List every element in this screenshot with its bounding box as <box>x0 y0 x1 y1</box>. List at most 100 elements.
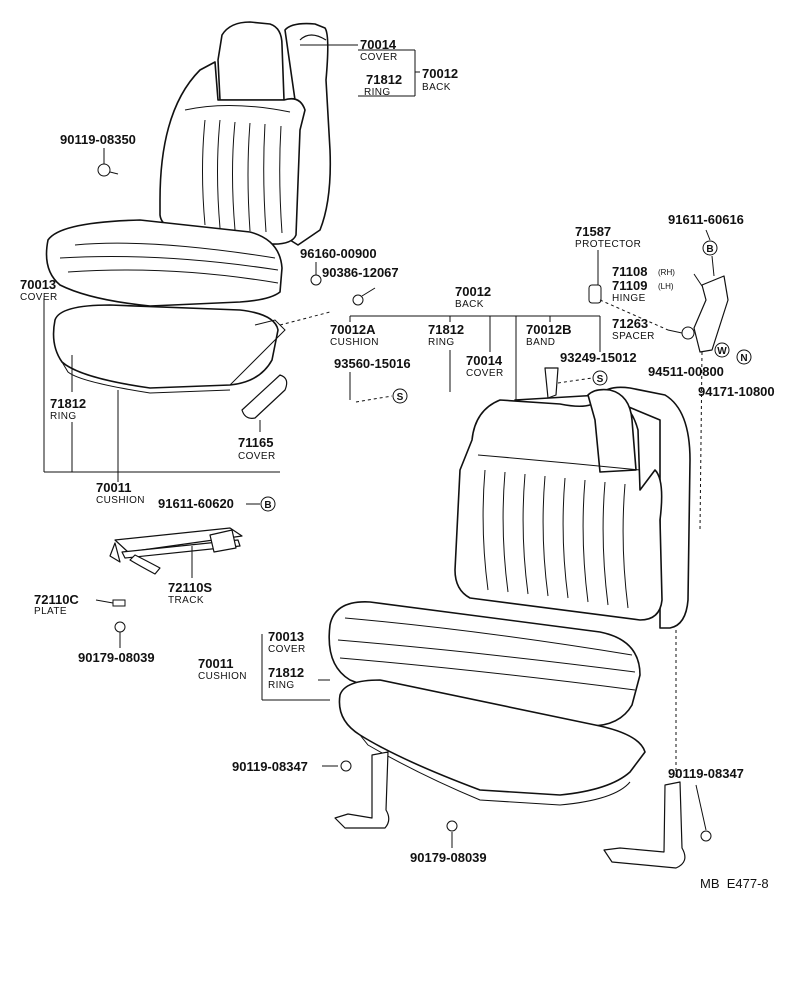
label-91611-60616: 91611-60616 <box>668 212 744 227</box>
label-93560-15016: 93560-15016 <box>334 356 411 371</box>
svg-text:70013: 70013 <box>20 277 56 292</box>
marker-s-1: S <box>392 388 408 404</box>
bucket-seat-cushion-cover <box>45 219 283 307</box>
label-94511-00800: 94511-00800 <box>648 364 724 379</box>
svg-text:COVER: COVER <box>238 451 276 462</box>
svg-text:RING: RING <box>50 411 77 422</box>
svg-text:72110C: 72110C <box>34 592 79 607</box>
label-71263: 71263 SPACER <box>612 316 655 342</box>
label-71812-top: 71812 RING <box>364 72 402 98</box>
svg-text:COVER: COVER <box>360 52 398 63</box>
label-70011-left: 70011 CUSHION <box>96 480 145 506</box>
svg-text:72110S: 72110S <box>168 580 212 595</box>
bench-seat-back <box>454 367 691 629</box>
svg-text:S: S <box>397 392 404 403</box>
seat-track-assembly <box>109 527 243 575</box>
hinge-parts <box>588 275 729 353</box>
svg-text:70012A: 70012A <box>330 322 376 337</box>
label-71812-right: 71812 RING <box>268 665 304 691</box>
svg-text:SPACER: SPACER <box>612 331 655 342</box>
label-70012B: 70012B BAND <box>526 322 572 348</box>
bench-brackets <box>334 751 712 869</box>
svg-text:71812: 71812 <box>50 396 86 411</box>
label-91611-60620: 91611-60620 <box>158 496 234 511</box>
diagram-code: MB E477-8 <box>700 876 769 891</box>
label-71812-left: 71812 RING <box>50 396 86 422</box>
svg-text:71812: 71812 <box>428 322 464 337</box>
svg-text:71812: 71812 <box>268 665 304 680</box>
label-90386-12067: 90386-12067 <box>322 265 399 280</box>
svg-text:(LH): (LH) <box>658 282 674 291</box>
bucket-seat-cushion-pad <box>52 304 288 419</box>
svg-text:BACK: BACK <box>455 299 484 310</box>
svg-text:71165: 71165 <box>238 435 273 450</box>
svg-text:70012: 70012 <box>422 66 458 81</box>
svg-text:70014: 70014 <box>466 353 503 368</box>
svg-text:70014: 70014 <box>360 37 397 52</box>
svg-text:W: W <box>717 346 727 357</box>
svg-text:70011: 70011 <box>198 656 233 671</box>
svg-text:70011: 70011 <box>96 480 131 495</box>
label-90119-08347-left: 90119-08347 <box>232 759 308 774</box>
label-70011-right: 70011 CUSHION <box>198 656 247 682</box>
marker-s-2: S <box>592 370 608 386</box>
svg-text:CUSHION: CUSHION <box>96 495 145 506</box>
label-70014-mid: 70014 COVER <box>466 353 504 379</box>
bench-seat-cushion-pad <box>338 679 646 806</box>
marker-n: N <box>736 349 752 365</box>
svg-text:B: B <box>264 500 271 511</box>
label-70012-top: 70012 BACK <box>422 66 458 93</box>
label-72110S: 72110S TRACK <box>168 580 212 606</box>
svg-text:71108: 71108 <box>612 264 647 279</box>
dashed-guide-lines <box>279 299 725 780</box>
small-parts-left <box>97 163 364 633</box>
svg-text:(RH): (RH) <box>658 268 675 277</box>
svg-text:RING: RING <box>268 680 295 691</box>
marker-w: W <box>714 342 730 358</box>
label-96160-00900: 96160-00900 <box>300 246 377 261</box>
label-70013-left: 70013 COVER <box>20 277 58 303</box>
svg-text:TRACK: TRACK <box>168 595 204 606</box>
svg-text:RING: RING <box>428 337 455 348</box>
svg-text:S: S <box>597 374 604 385</box>
svg-text:COVER: COVER <box>268 644 306 655</box>
svg-text:HINGE: HINGE <box>612 293 646 304</box>
label-71587: 71587 PROTECTOR <box>575 224 641 250</box>
svg-text:70012: 70012 <box>455 284 491 299</box>
label-70014-top: 70014 COVER <box>360 37 398 63</box>
svg-text:CUSHION: CUSHION <box>198 671 247 682</box>
marker-b-right: B <box>702 240 718 256</box>
label-71165: 71165 COVER <box>238 435 276 462</box>
label-90179-08039-bottom: 90179-08039 <box>410 850 487 865</box>
label-90119-08350: 90119-08350 <box>60 132 136 147</box>
marker-b-left: B <box>260 496 276 512</box>
label-70012A: 70012A CUSHION <box>330 322 379 348</box>
svg-text:PROTECTOR: PROTECTOR <box>575 239 641 250</box>
label-71109: 71109 (LH) HINGE <box>612 278 674 304</box>
svg-text:CUSHION: CUSHION <box>330 337 379 348</box>
svg-text:71812: 71812 <box>366 72 402 87</box>
svg-text:PLATE: PLATE <box>34 606 67 617</box>
svg-text:COVER: COVER <box>466 368 504 379</box>
svg-text:COVER: COVER <box>20 292 58 303</box>
label-71108: 71108 (RH) <box>612 264 675 279</box>
label-72110C: 72110C PLATE <box>34 592 79 617</box>
svg-text:70013: 70013 <box>268 629 304 644</box>
label-90119-08347-right: 90119-08347 <box>668 766 744 781</box>
label-93249-15012: 93249-15012 <box>560 350 637 365</box>
svg-text:BAND: BAND <box>526 337 555 348</box>
svg-text:N: N <box>740 353 747 364</box>
svg-text:B: B <box>706 244 713 255</box>
label-71812-mid: 71812 RING <box>428 322 464 348</box>
label-94171-10800: 94171-10800 <box>698 384 775 399</box>
label-70013-right: 70013 COVER <box>268 629 306 655</box>
label-90179-08039-left: 90179-08039 <box>78 650 155 665</box>
leader-lines <box>43 44 715 848</box>
svg-text:70012B: 70012B <box>526 322 572 337</box>
svg-text:71263: 71263 <box>612 316 648 331</box>
svg-text:71587: 71587 <box>575 224 611 239</box>
bucket-seat-back <box>159 21 332 246</box>
svg-text:BACK: BACK <box>422 82 451 93</box>
